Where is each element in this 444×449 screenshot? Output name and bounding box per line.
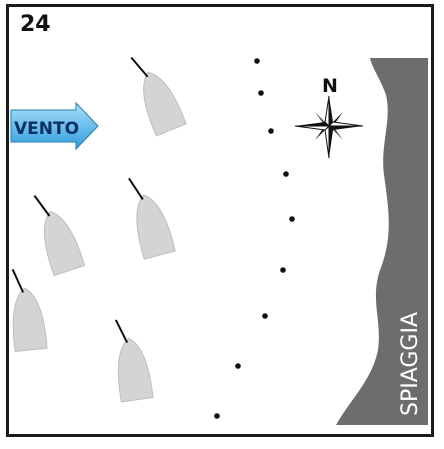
arrow-right-icon (10, 101, 99, 151)
sailboat-icon (128, 177, 176, 260)
boat-mast (128, 177, 144, 201)
boat-mast (130, 56, 149, 78)
sailboat-icon (114, 319, 154, 403)
beach-shoreline (336, 58, 428, 425)
boat-hull (12, 287, 48, 353)
boat-mast (114, 319, 129, 343)
start-line-marks (214, 58, 295, 419)
wind-label: VENTO (14, 119, 79, 139)
boats (11, 56, 187, 403)
boat-hull (143, 71, 187, 137)
diagram-frame (6, 4, 434, 437)
panel-number: 24 (20, 12, 51, 37)
boat-mast (33, 195, 51, 217)
start-mark-4 (283, 171, 289, 177)
wind-arrow: VENTO (10, 101, 99, 151)
start-mark-6 (280, 267, 286, 273)
compass-rose: N (294, 75, 364, 159)
boat-hull (44, 210, 86, 277)
start-mark-8 (235, 363, 241, 369)
sailboat-icon (33, 195, 86, 277)
sailboat-icon (130, 56, 187, 137)
boat-mast (11, 268, 24, 293)
sailboat-icon (11, 268, 48, 353)
start-mark-9 (214, 413, 220, 419)
start-mark-2 (258, 90, 264, 96)
start-mark-7 (262, 313, 268, 319)
start-mark-5 (289, 216, 295, 222)
compass-rose-icon (294, 95, 364, 159)
north-label: N (322, 75, 338, 97)
beach-label: SPIAGGIA (398, 312, 423, 416)
start-mark-1 (254, 58, 260, 64)
boat-hull (136, 194, 176, 260)
start-mark-3 (268, 128, 274, 134)
boat-hull (117, 337, 154, 403)
